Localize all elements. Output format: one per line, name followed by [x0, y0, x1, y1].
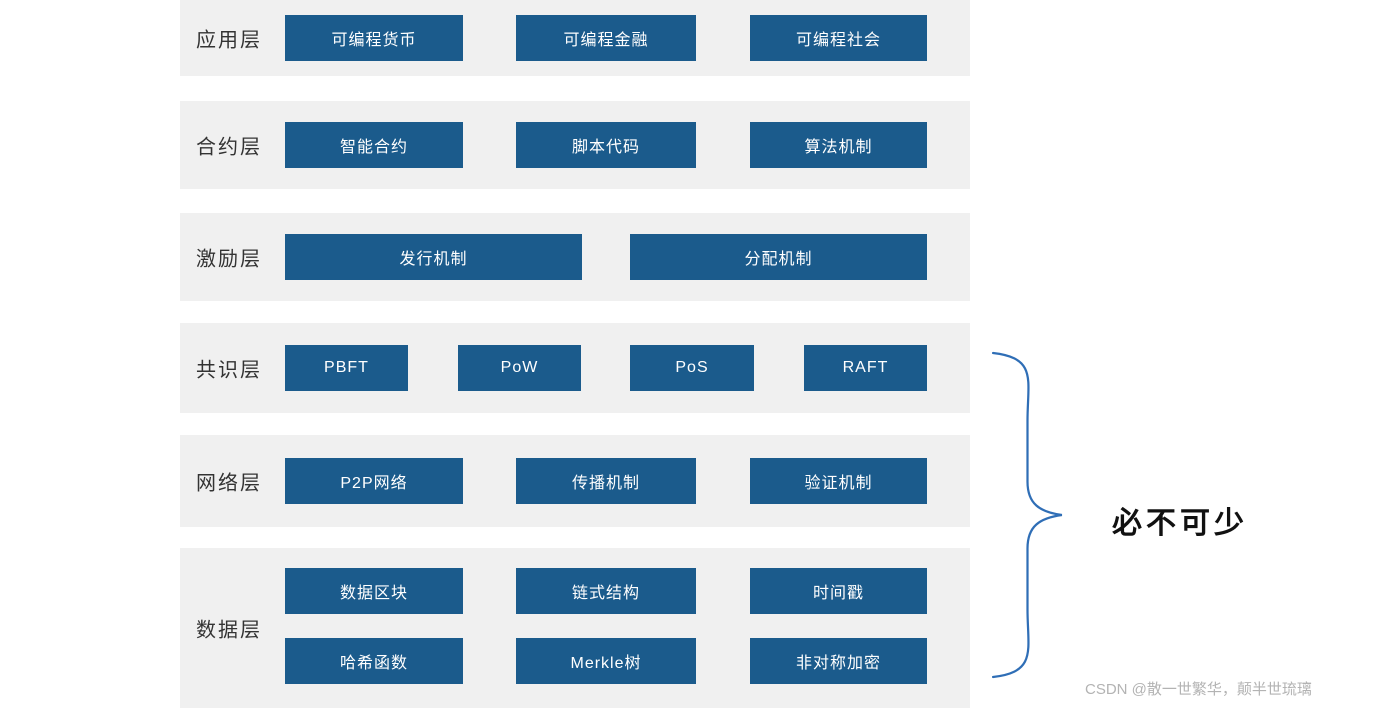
node-chain-structure: 链式结构: [516, 568, 696, 614]
layer-band-consensus: 共识层 PBFT PoW PoS RAFT: [180, 323, 970, 413]
layer-band-application: 应用层 可编程货币 可编程金融 可编程社会: [180, 0, 970, 76]
node-programmable-finance: 可编程金融: [516, 15, 696, 61]
node-smart-contract: 智能合约: [285, 122, 463, 168]
layer-label-network: 网络层: [196, 472, 262, 495]
node-programmable-society: 可编程社会: [750, 15, 927, 61]
watermark-text: CSDN @散一世繁华，颠半世琉璃: [1085, 681, 1312, 698]
layer-label-consensus: 共识层: [196, 359, 262, 382]
node-script-code: 脚本代码: [516, 122, 696, 168]
node-data-block: 数据区块: [285, 568, 463, 614]
annotation-essential: 必不可少: [1112, 507, 1248, 540]
layer-label-application: 应用层: [196, 29, 262, 52]
node-algorithm-mechanism: 算法机制: [750, 122, 927, 168]
node-distribution-mechanism: 分配机制: [630, 234, 927, 280]
node-propagation-mechanism: 传播机制: [516, 458, 696, 504]
node-pow: PoW: [458, 345, 581, 391]
layer-band-contract: 合约层 智能合约 脚本代码 算法机制: [180, 101, 970, 189]
node-timestamp: 时间戳: [750, 568, 927, 614]
layer-band-incentive: 激励层 发行机制 分配机制: [180, 213, 970, 301]
node-programmable-currency: 可编程货币: [285, 15, 463, 61]
layer-band-network: 网络层 P2P网络 传播机制 验证机制: [180, 435, 970, 527]
node-verification-mechanism: 验证机制: [750, 458, 927, 504]
node-merkle-tree: Merkle树: [516, 638, 696, 684]
node-pbft: PBFT: [285, 345, 408, 391]
node-p2p-network: P2P网络: [285, 458, 463, 504]
layer-label-data: 数据层: [196, 619, 262, 642]
node-pos: PoS: [630, 345, 754, 391]
node-hash-function: 哈希函数: [285, 638, 463, 684]
layer-label-contract: 合约层: [196, 136, 262, 159]
layer-band-data: 数据层 数据区块 链式结构 时间戳 哈希函数 Merkle树 非对称加密: [180, 548, 970, 708]
layer-label-incentive: 激励层: [196, 248, 262, 271]
node-asymmetric-encryption: 非对称加密: [750, 638, 927, 684]
brace-icon: [985, 350, 1070, 680]
node-raft: RAFT: [804, 345, 927, 391]
node-issuance-mechanism: 发行机制: [285, 234, 582, 280]
